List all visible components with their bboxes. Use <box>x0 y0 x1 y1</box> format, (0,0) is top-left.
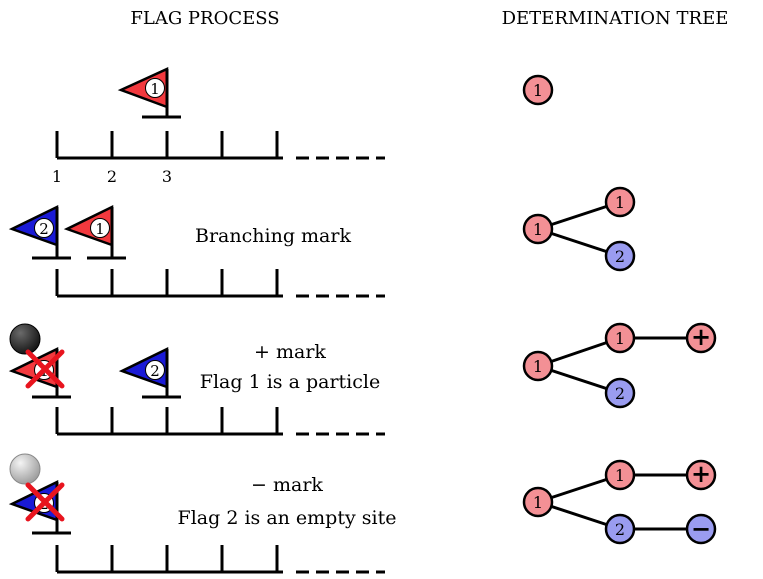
tree1-root-node <box>522 74 554 106</box>
tree2-root-label: 1 <box>533 220 543 239</box>
axis-label-2: 2 <box>107 167 117 186</box>
tree3-root-node <box>522 350 554 382</box>
tree1-root-label: 1 <box>533 81 543 100</box>
tree2-node-1 <box>604 186 636 218</box>
tree3-node-1 <box>604 322 636 354</box>
tree3-node-1-label: 1 <box>615 329 625 348</box>
row3-flag-2: 2 <box>118 346 181 399</box>
tree2-node-2-label: 2 <box>615 247 625 266</box>
tree4-root-label: 1 <box>533 493 543 512</box>
tree4: 1 1 2 + − <box>522 459 717 545</box>
plus-mark-ball <box>9 323 41 355</box>
tree2-node-2 <box>604 240 636 272</box>
axis-label-1: 1 <box>52 167 62 186</box>
row1-lattice <box>55 131 385 160</box>
minus-mark-ball <box>9 453 41 485</box>
tree4-node-1 <box>604 459 636 491</box>
tree4-node-2-label: 2 <box>615 520 625 539</box>
tree4-root-node <box>522 486 554 518</box>
tree3-plus-node <box>685 322 717 354</box>
tree3: 1 1 2 + <box>522 322 717 409</box>
header-flag-process: FLAG PROCESS <box>130 8 279 29</box>
row2-flag-1: 1 <box>63 204 126 260</box>
tree1: 1 <box>522 74 554 106</box>
tree3-node-2 <box>604 377 636 409</box>
row3-caption-line2: Flag 1 is a particle <box>200 371 380 393</box>
tree2-node-1-label: 1 <box>615 193 625 212</box>
tree4-node-2 <box>604 513 636 545</box>
row4-caption-line2: Flag 2 is an empty site <box>178 507 397 529</box>
tree4-plus-node <box>685 459 717 491</box>
tree4-node-1-label: 1 <box>615 466 625 485</box>
row1-flag-1-number: 1 <box>150 80 160 98</box>
tree2-root-node <box>522 213 554 245</box>
row4-caption-line1: − mark <box>251 474 323 496</box>
cross-out-icon <box>25 349 65 389</box>
row2-flag-2-number: 2 <box>39 220 49 238</box>
tree3-node-2-label: 2 <box>615 384 625 403</box>
row3-flag-2-number: 2 <box>150 362 160 380</box>
row2-flag-2: 2 <box>8 204 71 260</box>
row3-caption-line1: + mark <box>254 341 326 363</box>
tree4-minus-node <box>685 513 717 545</box>
header-determination-tree: DETERMINATION TREE <box>502 8 729 29</box>
cross-out-icon <box>25 482 65 522</box>
row3-flag-1-crossed: 1 <box>8 346 71 399</box>
axis-label-3: 3 <box>162 167 172 186</box>
tree3-plus-symbol: + <box>691 322 711 351</box>
row2-caption: Branching mark <box>195 225 351 247</box>
row2-lattice <box>55 269 385 298</box>
row3-lattice <box>55 407 385 436</box>
row2-flag-1-number: 1 <box>95 220 105 238</box>
row1-flag-1: 1 <box>117 67 181 119</box>
tree2: 1 1 2 <box>522 186 636 272</box>
tree3-root-label: 1 <box>533 357 543 376</box>
tree4-minus-symbol: − <box>691 514 711 543</box>
row4-lattice <box>55 545 385 574</box>
tree4-plus-symbol: + <box>691 459 711 488</box>
row4-flag-2-crossed: 2 <box>8 479 71 535</box>
